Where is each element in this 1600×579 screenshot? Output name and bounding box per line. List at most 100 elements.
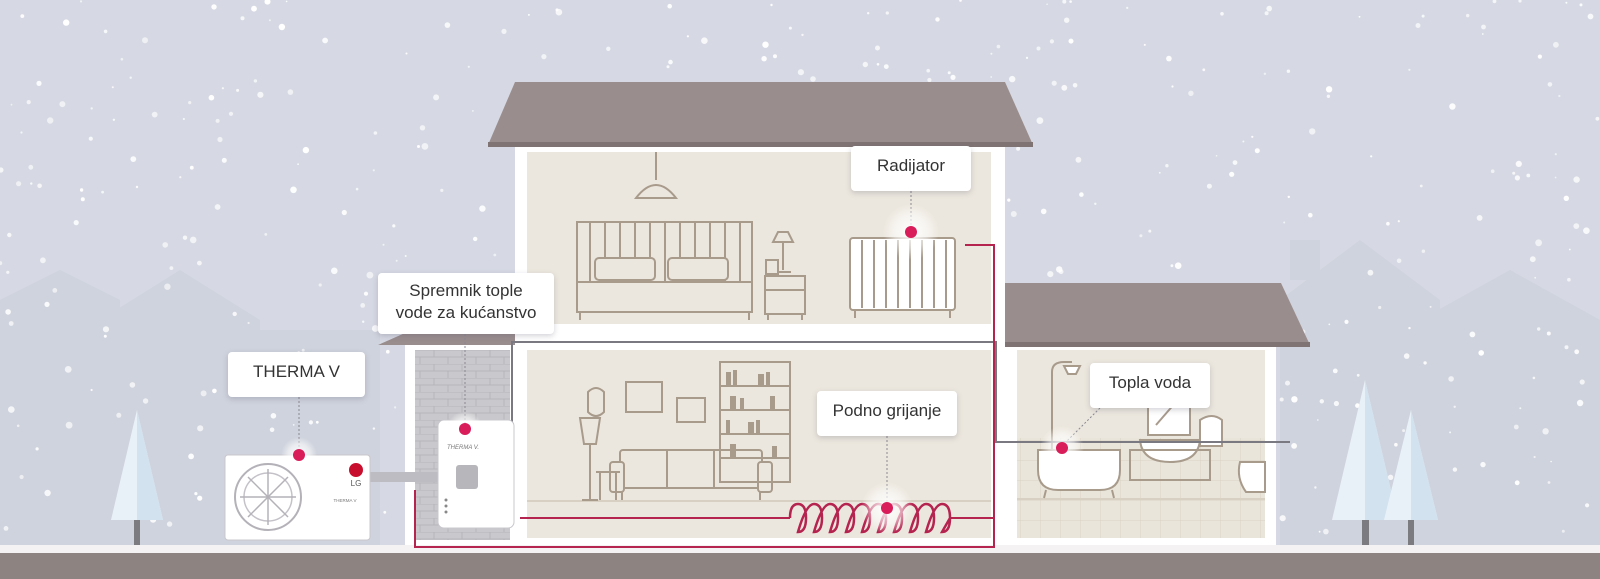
snowflake [162,242,168,248]
snowflake [189,236,197,244]
snowflake [1466,13,1470,18]
snowflake [382,243,385,246]
snowflake [1069,0,1072,3]
snowflake [1481,33,1484,35]
snowflake [64,366,72,373]
snowflake [188,101,192,105]
snowflake [217,136,223,143]
snowflake [188,453,195,460]
tree-right-small [1384,410,1438,545]
marker-hot-water [1056,442,1068,454]
callout-floor-heating-label: Podno grijanje [832,401,942,420]
snowflake [20,131,23,134]
snowflake [1532,376,1536,380]
snowflake [285,0,288,3]
snowflake [1254,148,1260,154]
snowflake [606,46,611,51]
snowflake [1367,269,1374,276]
tree-left [111,410,163,545]
snowflake [1568,248,1571,251]
snowflake [211,4,217,10]
snowflake [1378,305,1382,310]
snowflake [1036,46,1041,51]
snowflake [555,8,563,16]
snowflake [120,57,124,61]
snowflake [1535,239,1542,247]
snowflake [1355,403,1360,408]
snowflake [341,209,347,216]
snowflake [1370,155,1373,158]
snowflake [8,321,14,326]
snowflake [479,205,486,212]
snowflake [405,52,408,55]
snowflake [79,188,84,192]
snowflake [1574,349,1580,355]
snowflake [116,412,122,418]
snowflake [501,28,507,34]
callout-radiator: Radijator [851,146,971,191]
snowflake [810,76,816,82]
snowflake [1036,117,1044,124]
snowflake [876,63,880,66]
snowflake [112,118,116,122]
snowflake [1170,264,1174,268]
snowflake [1537,54,1542,59]
snowflake [419,125,426,131]
snowflake [1452,467,1458,472]
snowflake [1058,269,1064,275]
snowflake [1358,15,1361,18]
snowflake [1126,6,1129,9]
snowflake [1421,249,1426,253]
snowflake [386,349,390,354]
snowflake [182,235,188,240]
snowflake [1232,160,1238,166]
snowflake [47,117,54,124]
snowflake [236,88,240,92]
snowflake [1567,277,1571,282]
location-markers [281,204,1084,534]
snowflake [37,183,42,189]
pipes [414,244,1290,548]
snowflake [1519,407,1522,410]
snowflake [1318,530,1321,533]
snowflake [1064,17,1070,23]
snowflake [1016,146,1021,151]
snowflake [200,390,207,397]
callout-therma-v: THERMA V [228,352,365,397]
snowflake [1514,480,1520,486]
snowflake [30,182,33,185]
snowflake [1573,223,1580,230]
snowflake [1408,326,1411,330]
snowflake [701,37,708,44]
snowflake [302,146,310,154]
snowflake [232,311,237,317]
snowflake [1490,169,1495,173]
snowflake [797,69,805,76]
snowflake [395,259,398,262]
snowflake [926,68,930,73]
snowflake [1565,1,1568,4]
snowflake [373,131,378,135]
snowflake [1323,528,1329,535]
snowflake [666,65,670,69]
snowflake [1264,11,1269,16]
snowflake [1478,350,1484,356]
snowflake [1010,211,1017,217]
snowflake [372,169,375,172]
snowflake [169,266,174,270]
lg-brand-text: LG [351,479,362,488]
books [726,370,777,458]
snowflake [182,117,185,121]
snowflake [541,54,547,60]
ground-top [0,545,1600,553]
snowflake [1547,82,1553,87]
snowflake [1188,90,1194,97]
snowflake [1166,55,1172,62]
snowflake [1229,171,1235,177]
snowflake [1051,80,1057,86]
snowflake [264,233,268,236]
snowflake [362,320,365,323]
snowflake [197,260,202,266]
snowflake [1492,0,1497,4]
snowflake [1139,234,1143,238]
